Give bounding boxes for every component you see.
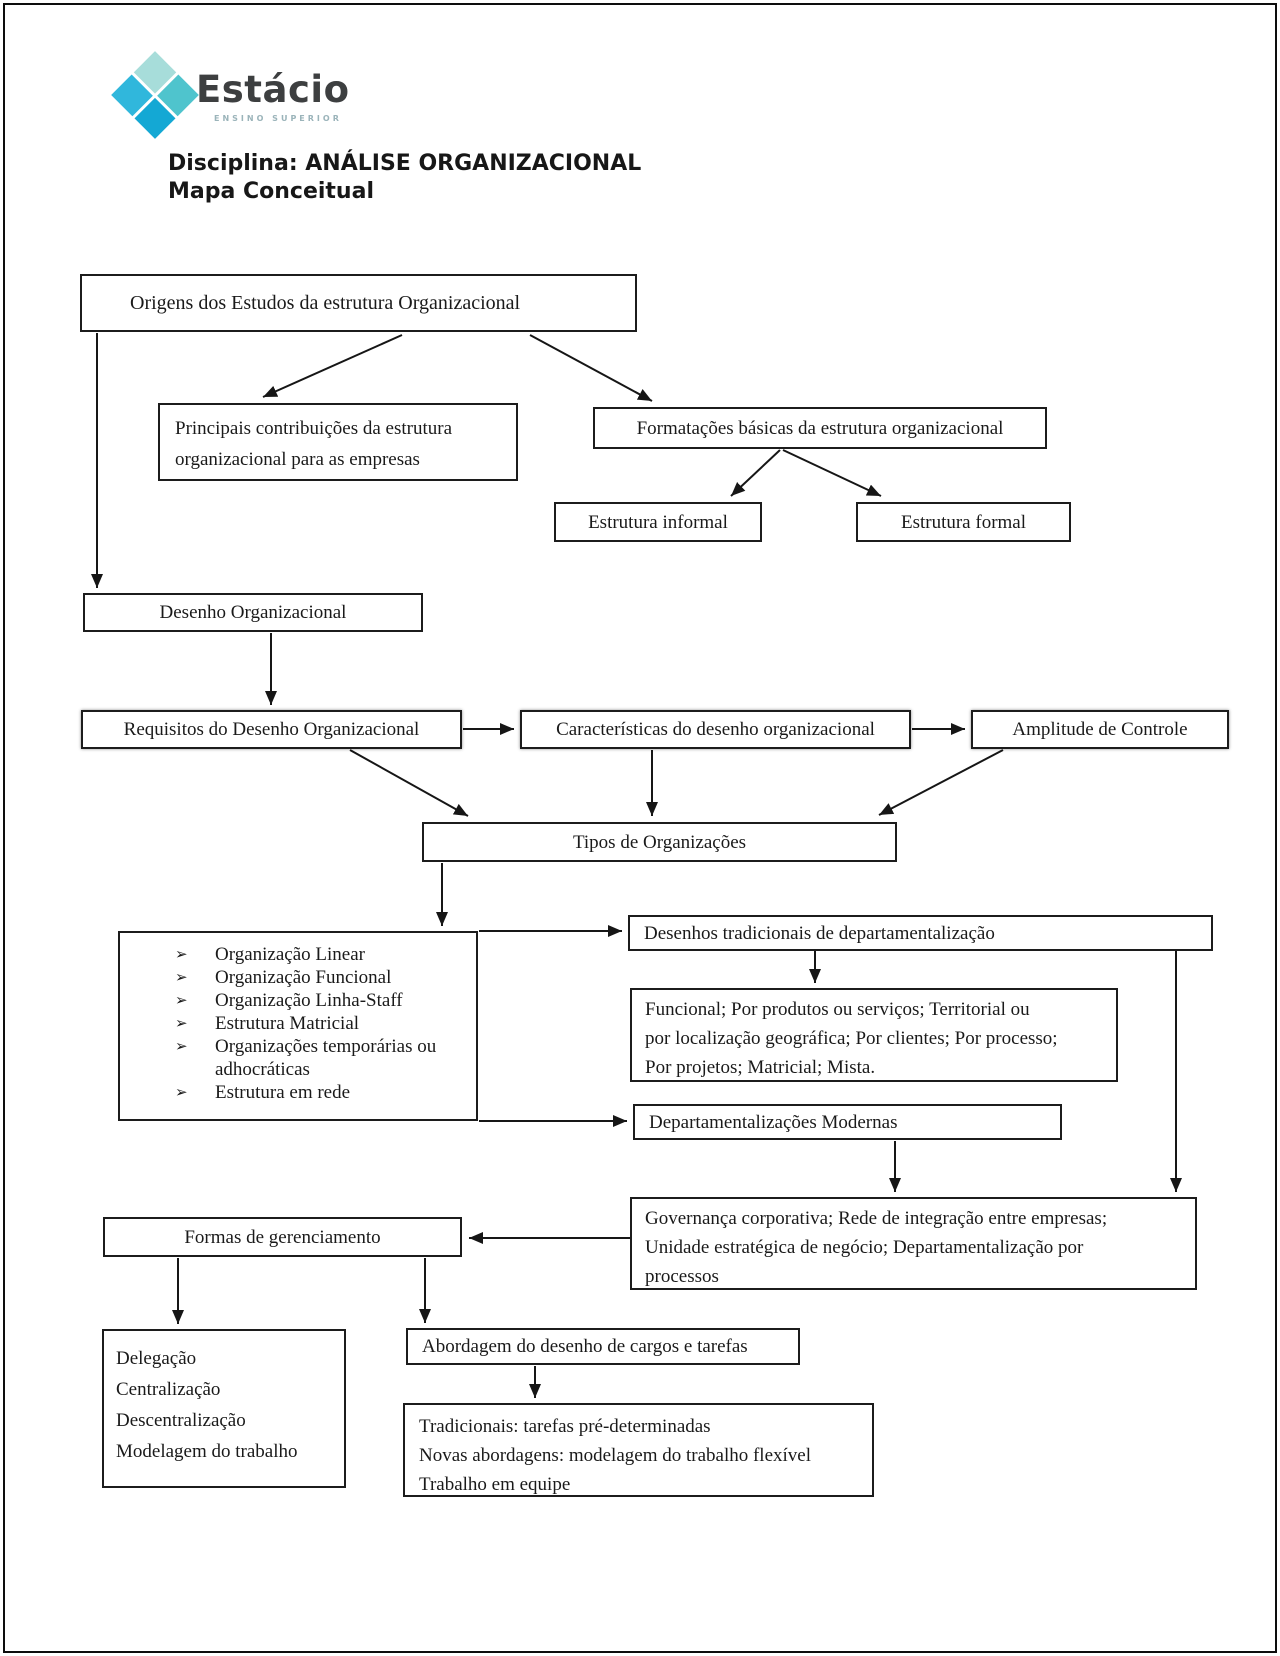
node-departamentalizacao-tipos: Funcional; Por produtos ou serviços; Ter… (630, 988, 1118, 1082)
list-item: ➢ Organização Funcional (175, 967, 392, 988)
arrow-formatacoes-informal (730, 449, 781, 497)
arrow-bullet-icon: ➢ (175, 968, 188, 986)
arrow-formatacoes-formal (782, 449, 882, 497)
list-item: ➢ Organizações temporárias ou adhocrátic… (175, 1036, 437, 1080)
node-tipos-organizacoes: Tipos de Organizações (422, 822, 897, 862)
node-amplitude-controle: Amplitude de Controle (971, 710, 1229, 749)
node-formatacoes-basicas: Formatações básicas da estrutura organiz… (593, 407, 1047, 449)
node-caracteristicas-desenho: Características do desenho organizaciona… (520, 710, 911, 749)
node-tipos-lista: ➢ Organização Linear ➢ Organização Funci… (118, 931, 478, 1121)
arrow-origens-formatacoes (529, 334, 653, 402)
arrow-bullet-icon: ➢ (175, 1037, 188, 1055)
arrow-amplitude-tipos (878, 749, 1004, 816)
arrow-bullet-icon: ➢ (175, 1083, 188, 1101)
arrow-bullet-icon: ➢ (175, 1014, 188, 1032)
list-item: ➢ Organização Linha-Staff (175, 990, 403, 1011)
node-governanca: Governança corporativa; Rede de integraç… (630, 1197, 1197, 1290)
node-desenhos-tradicionais: Desenhos tradicionais de departamentaliz… (628, 915, 1213, 951)
arrow-bullet-icon: ➢ (175, 945, 188, 963)
node-requisitos-desenho: Requisitos do Desenho Organizacional (81, 710, 462, 749)
node-estrutura-formal: Estrutura formal (856, 502, 1071, 542)
node-abordagem-cargos: Abordagem do desenho de cargos e tarefas (406, 1328, 800, 1365)
arrow-requisitos-tipos (349, 749, 469, 817)
arrow-origens-principais (262, 334, 403, 398)
logo-tagline: ENSINO SUPERIOR (214, 114, 342, 123)
node-origens: Origens dos Estudos da estrutura Organiz… (80, 274, 637, 332)
list-item: ➢ Estrutura Matricial (175, 1013, 360, 1034)
node-desenho-organizacional: Desenho Organizacional (83, 593, 423, 632)
list-item: ➢ Organização Linear (175, 944, 365, 965)
estacio-logo-icon (111, 51, 199, 139)
title-map-type: Mapa Conceitual (168, 179, 374, 204)
arrow-bullet-icon: ➢ (175, 991, 188, 1009)
document-title: Disciplina: ANÁLISE ORGANIZACIONAL Mapa … (168, 150, 641, 206)
logo-wordmark: Estácio (196, 68, 350, 111)
title-discipline: Disciplina: ANÁLISE ORGANIZACIONAL (168, 151, 642, 176)
node-departamentalizacoes-modernas: Departamentalizações Modernas (633, 1104, 1062, 1140)
list-item: ➢ Estrutura em rede (175, 1082, 351, 1103)
node-estrutura-informal: Estrutura informal (554, 502, 762, 542)
node-formas-gerenciamento: Formas de gerenciamento (103, 1217, 462, 1257)
